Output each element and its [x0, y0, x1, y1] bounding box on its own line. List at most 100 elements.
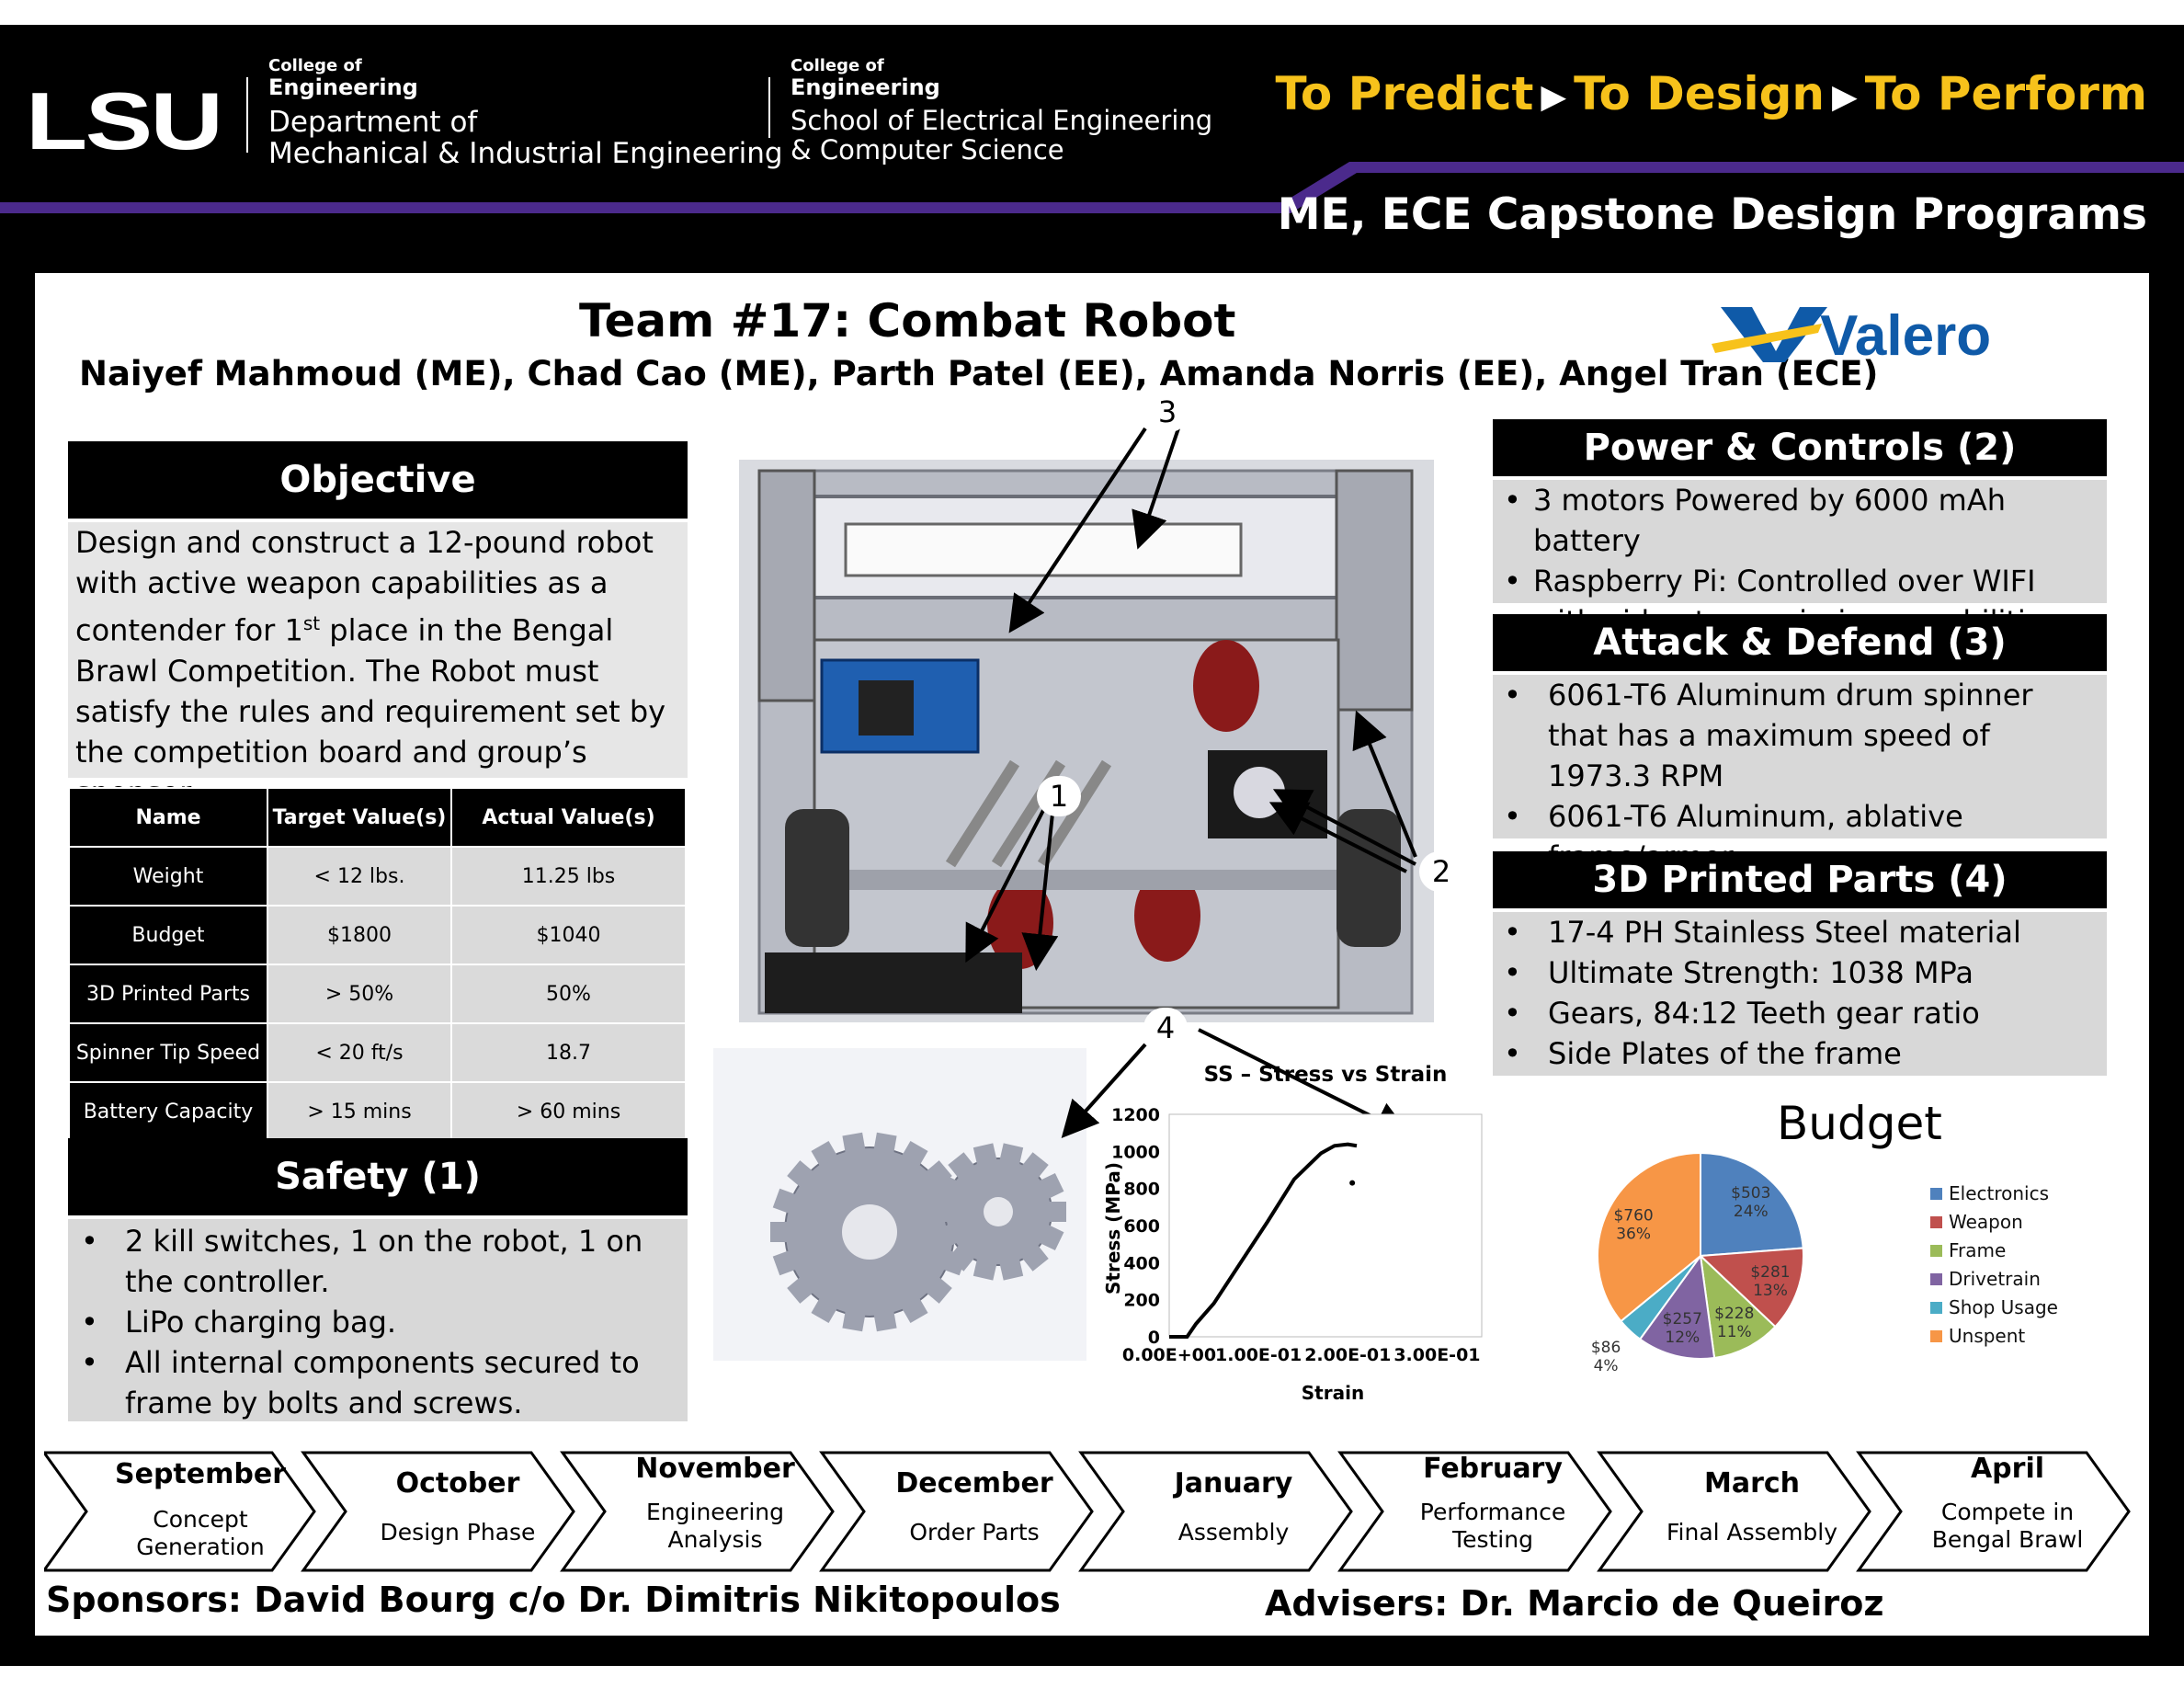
gear-tooth [901, 1140, 928, 1168]
timeline-activity: Order Parts [909, 1519, 1040, 1545]
y-tick-label: 400 [1123, 1253, 1160, 1273]
slice-value-label: $86 [1591, 1339, 1621, 1357]
gear-tooth [811, 1296, 838, 1324]
purple-stripe [0, 162, 2184, 213]
school-line1: School of Electrical Engineering [791, 105, 1213, 137]
legend-swatch [1930, 1273, 1942, 1285]
team-members: Naiyef Mahmoud (ME), Chad Cao (ME), Part… [79, 354, 1879, 393]
pie-slice-electronics [1700, 1151, 1804, 1258]
timeline-chevron [1078, 1451, 1353, 1572]
gear-image [713, 1048, 1086, 1361]
cell-target: > 50% [267, 964, 452, 1024]
gear-tooth [873, 1132, 897, 1155]
gear-tooth [1038, 1172, 1064, 1200]
pie-slice-frame [1699, 1253, 1777, 1360]
timeline-item: April Compete in Bengal Brawl [1888, 1449, 2127, 1574]
x-tick-label: 3.00E-01 [1393, 1345, 1480, 1365]
timeline-activity: Design Phase [380, 1519, 536, 1545]
timeline-month: February [1423, 1453, 1563, 1485]
gear-tooth [932, 1172, 959, 1200]
power-list: 3 motors Powered by 6000 mAh battery Ras… [1493, 480, 2107, 639]
cell-name: 3D Printed Parts [68, 964, 268, 1024]
cell-target: > 15 mins [267, 1081, 452, 1142]
timeline-item: October Design Phase [338, 1449, 577, 1574]
y-tick-label: 0 [1148, 1328, 1160, 1348]
callout-3: 3 [1145, 392, 1189, 432]
valero-v-icon [1712, 307, 1827, 362]
page-title: Team #17: Combat Robot [579, 294, 1236, 348]
legend-label: Frame [1949, 1239, 2006, 1261]
plot-area [1168, 1113, 1483, 1338]
legend-label: Weapon [1949, 1211, 2023, 1233]
col-actual: Actual Value(s) [450, 787, 687, 848]
legend-swatch [1930, 1216, 1942, 1228]
gear-tooth [787, 1276, 814, 1304]
timeline-activity: Engineering Analysis [646, 1499, 784, 1553]
timeline-chevron [560, 1451, 835, 1572]
slice-value-label: $257 [1663, 1310, 1702, 1329]
pie-slice-drivetrain [1638, 1253, 1716, 1360]
pie-slice-unspent [1597, 1151, 1701, 1323]
advisers-line: Advisers: Dr. Marcio de Queiroz [1265, 1583, 1884, 1624]
x-tick-label: 2.00E-01 [1304, 1345, 1391, 1365]
gear-tooth [999, 1258, 1024, 1281]
spec-table: Name Target Value(s) Actual Value(s) Wei… [68, 787, 687, 1142]
x-tick-label: 0.00E+00 [1122, 1345, 1216, 1365]
slice-pct-label: 4% [1594, 1357, 1619, 1375]
gear-tooth [772, 1188, 798, 1215]
sponsors-line: Sponsors: David Bourg c/o Dr. Dimitris N… [46, 1580, 1061, 1620]
timeline-chevron [44, 1451, 316, 1572]
budget-pie-chart: $50324%$28113%$22811%$25712%$864%$76036%… [1591, 1151, 2058, 1375]
gear-tooth [948, 1244, 975, 1272]
objective-sup: st [302, 612, 321, 634]
department-line1: Department of [268, 106, 478, 140]
table-row: 3D Printed Parts > 50% 50% [68, 964, 687, 1024]
gear-tooth [925, 1160, 952, 1188]
timeline-month: October [395, 1467, 520, 1500]
cell-target: $1800 [267, 905, 452, 965]
gear-tooth [873, 1309, 897, 1332]
slice-value-label: $281 [1750, 1263, 1790, 1282]
callout-2: 2 [1419, 851, 1463, 892]
college-label: College of [791, 56, 884, 75]
cell-actual: 18.7 [450, 1022, 687, 1083]
gear-tooth [999, 1143, 1024, 1166]
cell-actual: $1040 [450, 905, 687, 965]
callout-1: 1 [1037, 776, 1081, 816]
list-item: Gears, 84:12 Teeth gear ratio [1498, 993, 2101, 1033]
cell-name: Battery Capacity [68, 1081, 268, 1142]
list-item: 3 motors Powered by 6000 mAh battery [1498, 480, 2101, 561]
gear-tooth [811, 1140, 838, 1168]
outlier-point [1349, 1180, 1356, 1186]
y-tick-label: 1200 [1111, 1105, 1160, 1125]
timeline-chevron [1337, 1451, 1612, 1572]
header-divider [768, 77, 770, 138]
gear-tooth [1021, 1152, 1049, 1180]
list-item: Side Plates of the frame [1498, 1033, 2101, 1074]
program-title: ME, ECE Capstone Design Programs [1277, 189, 2147, 240]
attack-list: 6061-T6 Aluminum drum spinner that has a… [1493, 675, 2107, 874]
gear-tooth [932, 1224, 959, 1251]
attack-heading: Attack & Defend (3) [1493, 614, 2107, 671]
table-row: Budget $1800 $1040 [68, 905, 687, 965]
tagline: To Predict▶To Design▶To Perform [1275, 67, 2147, 120]
slice-pct-label: 11% [1717, 1323, 1752, 1341]
power-heading: Power & Controls (2) [1493, 419, 2107, 476]
college-name: Engineering [268, 74, 418, 100]
timeline-chevron [819, 1451, 1094, 1572]
list-item: 17-4 PH Stainless Steel material [1498, 912, 2101, 952]
play-icon: ▶ [1832, 78, 1858, 116]
gear-tooth [925, 1276, 952, 1304]
cell-name: Budget [68, 905, 268, 965]
stress-strain-line [1169, 1142, 1358, 1339]
table-header-row: Name Target Value(s) Actual Value(s) [68, 787, 687, 848]
timeline-item: December Order Parts [855, 1449, 1094, 1574]
college-name: Engineering [791, 74, 940, 100]
col-target: Target Value(s) [267, 787, 452, 848]
cell-actual: > 60 mins [450, 1081, 687, 1142]
timeline-activity: Final Assembly [1666, 1519, 1838, 1545]
legend-swatch [1930, 1245, 1942, 1257]
valero-logo: Valero [1712, 296, 1991, 373]
x-tick-label: 1.00E-01 [1215, 1345, 1302, 1365]
